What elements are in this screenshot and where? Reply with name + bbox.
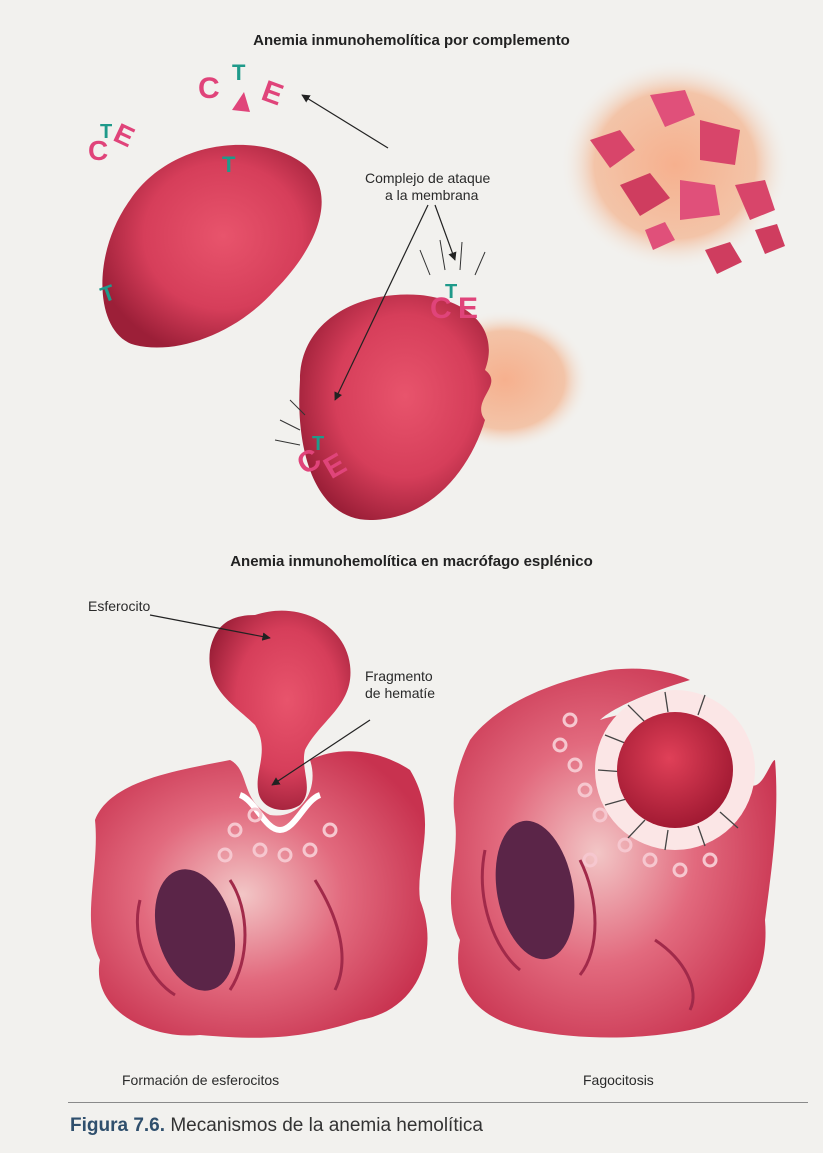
svg-text:T: T xyxy=(312,433,324,455)
svg-text:T: T xyxy=(100,121,112,143)
svg-text:E: E xyxy=(109,117,139,153)
fragment-label-line2: de hematíe xyxy=(365,685,435,702)
fragment-label-line1: Fragmento xyxy=(365,668,433,685)
svg-text:E: E xyxy=(257,75,287,113)
phagocytosis-caption: Fagocitosis xyxy=(583,1072,654,1089)
macrophage-right xyxy=(451,669,776,1038)
svg-text:E: E xyxy=(458,292,478,325)
svg-text:T: T xyxy=(232,60,246,85)
mac-label-line2: a la membrana xyxy=(385,187,478,204)
damaged-red-blood-cell xyxy=(275,240,590,520)
svg-text:T: T xyxy=(222,152,236,177)
spherocyte-formation-caption: Formación de esferocitos xyxy=(122,1072,279,1089)
svg-text:C: C xyxy=(198,72,220,105)
complement-fragments-top: C T E xyxy=(198,60,287,112)
complement-complex-free: C T E xyxy=(88,117,139,166)
caption-divider xyxy=(68,1102,808,1103)
figure-number: Figura 7.6. xyxy=(70,1115,165,1136)
spherocyte-label: Esferocito xyxy=(88,598,150,615)
mac-label-line1: Complejo de ataque xyxy=(365,170,490,187)
svg-text:T: T xyxy=(445,281,457,303)
figure-caption-text: Mecanismos de la anemia hemolítica xyxy=(170,1115,483,1136)
figure-caption: Figura 7.6. Mecanismos de la anemia hemo… xyxy=(70,1115,483,1137)
bottom-panel-title: Anemia inmunohemolítica en macrófago esp… xyxy=(0,553,823,570)
lysed-cell-debris xyxy=(560,60,790,274)
top-panel-title: Anemia inmunohemolítica por complemento xyxy=(0,32,823,49)
red-blood-cell xyxy=(102,145,321,348)
